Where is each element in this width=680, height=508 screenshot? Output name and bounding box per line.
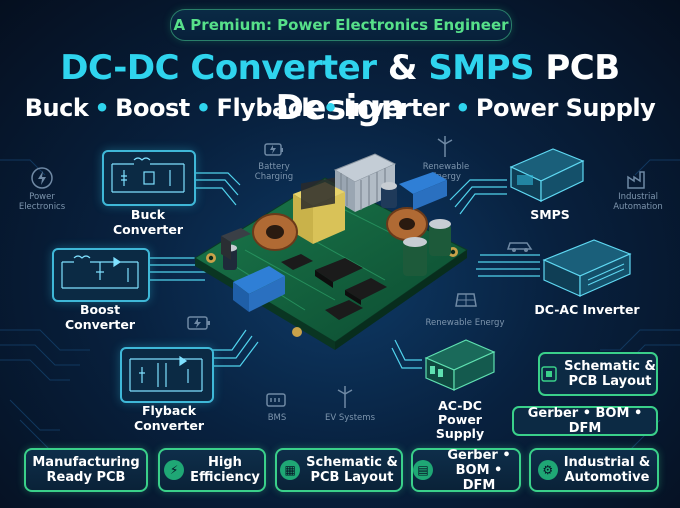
gerber-bom-dfm-tag: Gerber • BOM • DFM	[512, 406, 658, 436]
flyback-schematic-icon	[129, 355, 203, 392]
feature-gerber-bom-dfm: ▤ Gerber •BOM • DFM	[411, 448, 521, 493]
subtitle: Buck•Boost•Flyback•Inverter•Power Supply	[24, 94, 656, 122]
schematic-icon	[541, 366, 557, 382]
gear-icon: ⚙	[537, 460, 558, 480]
subtitle-item-power-supply: Power Supply	[475, 94, 656, 122]
subtitle-item-flyback: Flyback	[216, 94, 318, 122]
label-dcac-inverter: DC-AC Inverter	[534, 302, 640, 317]
lightning-icon: ⚡	[164, 460, 185, 480]
faint-label-renewable-energy: Renewable Energy	[425, 318, 505, 328]
title-part-smps: SMPS	[428, 48, 535, 88]
label-smps: SMPS	[530, 207, 570, 222]
label-boost-converter: Boost Converter	[64, 302, 136, 332]
smps-unit-icon	[509, 148, 585, 202]
solar-panel-icon	[455, 293, 477, 307]
pcb-board-illustration	[194, 153, 468, 350]
bms-icon	[266, 393, 286, 407]
feature-industrial-automotive: ⚙ Industrial &Automotive	[529, 448, 659, 492]
dcac-inverter-icon	[542, 239, 632, 297]
boost-schematic-panel	[52, 248, 150, 302]
wind-turbine-small-icon	[337, 386, 353, 408]
label-flyback-converter: Flyback Converter	[133, 403, 205, 433]
title-part-dcdc: DC-DC Converter	[60, 48, 377, 88]
boost-schematic-icon	[61, 255, 139, 289]
battery-charging-icon	[264, 143, 283, 156]
factory-icon	[627, 171, 645, 189]
subtitle-item-inverter: Inverter	[343, 94, 450, 122]
buck-schematic-panel	[102, 150, 196, 206]
faint-label-ev-systems: EV Systems	[324, 413, 375, 423]
feature-schematic-pcb-layout: ▦ Schematic &PCB Layout	[275, 448, 403, 492]
document-icon: ▤	[413, 460, 433, 480]
wind-turbine-icon	[437, 136, 453, 157]
power-electronics-icon	[31, 167, 53, 189]
subtitle-item-buck: Buck	[24, 94, 89, 122]
battery-icon	[187, 316, 210, 330]
pcb-layout-icon: ▦	[280, 460, 301, 480]
faint-label-bms: BMS	[267, 413, 287, 423]
buck-schematic-icon	[111, 157, 185, 193]
title-ampersand: &	[387, 48, 418, 88]
label-buck-converter: Buck Converter	[112, 207, 184, 237]
ev-car-icon	[506, 242, 533, 252]
page-title: DC-DC Converter & SMPS PCB Design	[0, 48, 680, 128]
schematic-pcb-layout-tag: Schematic &PCB Layout	[538, 352, 658, 396]
acdc-power-supply-icon	[424, 339, 496, 391]
flyback-schematic-panel	[120, 347, 214, 403]
title-part-pcb: PCB Design	[275, 48, 621, 128]
tagline-badge: A Premium: Power Electronics Engineer	[170, 9, 512, 41]
subtitle-item-boost: Boost	[115, 94, 190, 122]
